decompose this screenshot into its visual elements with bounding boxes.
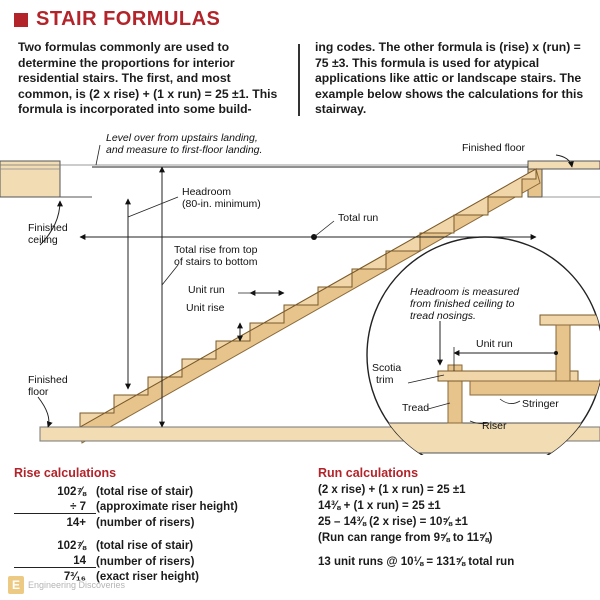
- scotia-label: Scotia: [372, 362, 401, 374]
- column-divider: [298, 44, 300, 116]
- run-line: 25 – 14⅜ (2 x rise) = 10⅝ ±1: [318, 516, 468, 528]
- headroom-label: Headroom: [182, 186, 231, 198]
- upper-floor: [0, 160, 600, 198]
- intro-left-column: Two formulas commonly are used to determ…: [18, 40, 278, 116]
- unit-rise-label: Unit rise: [186, 302, 225, 314]
- finished-floor-bottom-label-2: floor: [28, 386, 49, 398]
- finished-floor-top-label: Finished floor: [462, 142, 526, 154]
- run-total-line: 13 unit runs @ 10⅛ = 131⅝ total run: [318, 556, 515, 568]
- detail-unit-run-label: Unit run: [476, 338, 513, 350]
- level-note-line-2: and measure to first-floor landing.: [106, 144, 262, 156]
- finished-floor-bottom-label: Finished: [28, 374, 68, 386]
- run-line: (Run can range from 9⅝ to 11⅝): [318, 532, 493, 544]
- total-rise-label: Total rise from top: [174, 244, 258, 256]
- run-line: 14⅜ + (1 x run) = 25 ±1: [318, 500, 441, 512]
- rise-calculations: Rise calculations 102⅞(total rise of sta…: [14, 466, 304, 585]
- riser-label: Riser: [482, 420, 507, 432]
- rise-row: 14(number of risers): [14, 554, 304, 570]
- title-block: STAIR FORMULAS: [14, 8, 220, 31]
- detail-note-line-1: Headroom is measured: [410, 286, 520, 298]
- stair-steps: [79, 168, 537, 428]
- rise-row: 14+(number of risers): [66, 516, 195, 529]
- rise-row: 102⅞(total rise of stair): [57, 485, 194, 498]
- rise-row: ÷ 7(approximate riser height): [14, 500, 304, 516]
- rise-row: 7³⁄₁₆(exact riser height): [63, 571, 199, 584]
- tread-label: Tread: [402, 402, 429, 414]
- stringer-label: Stringer: [522, 398, 559, 410]
- detail-callout: [366, 236, 600, 455]
- watermark: E Engineering Discoveries: [8, 576, 125, 594]
- detail-note-line-3: tread nosings.: [410, 310, 476, 322]
- detail-note-line-2: from finished ceiling to: [410, 298, 515, 310]
- run-line: (2 x rise) + (1 x run) = 25 ±1: [318, 484, 466, 496]
- watermark-logo-icon: E: [8, 576, 24, 594]
- rise-row: 102⅞(total rise of stair): [57, 540, 194, 553]
- run-heading: Run calculations: [318, 466, 419, 480]
- page-title: STAIR FORMULAS: [36, 8, 221, 30]
- total-rise-label-2: of stairs to bottom: [174, 256, 258, 268]
- watermark-text: Engineering Discoveries: [28, 580, 126, 590]
- finished-ceiling-label-2: ceiling: [28, 234, 58, 246]
- level-note-line-1: Level over from upstairs landing,: [106, 132, 258, 144]
- total-run-label: Total run: [338, 212, 378, 224]
- rise-heading: Rise calculations: [14, 466, 117, 480]
- stair-diagram: Level over from upstairs landing, and me…: [0, 132, 600, 455]
- intro-right-column: ing codes. The other formula is (rise) x…: [315, 40, 584, 116]
- run-calculations: Run calculations (2 x rise) + (1 x run) …: [318, 466, 598, 572]
- finished-ceiling-label: Finished: [28, 222, 68, 234]
- scotia-trim-label: trim: [376, 374, 394, 386]
- unit-run-label: Unit run: [188, 284, 225, 296]
- headroom-min-label: (80-in. minimum): [182, 198, 261, 210]
- title-square-icon: [14, 12, 28, 27]
